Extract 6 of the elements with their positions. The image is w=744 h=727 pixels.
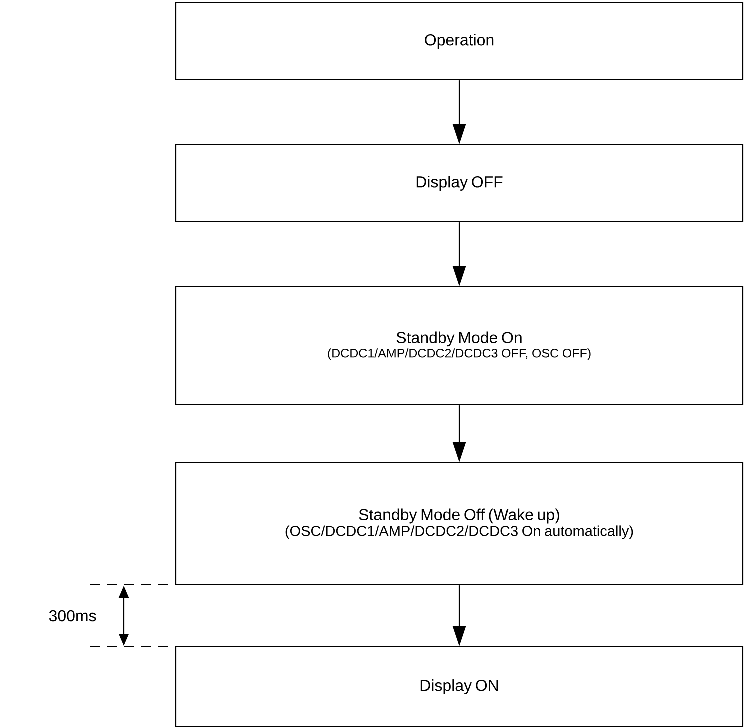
dimension-label: 300ms: [49, 610, 96, 622]
process-box: Standby Mode Off (Wake up) (OSC/DCDC1/AMP/DCDC2/DCDC3 On automatically): [175, 462, 744, 586]
process-box: Display OFF: [175, 144, 744, 223]
process-box: Standby Mode On (DCDC1/AMP/DCDC2/DCDC3 OFF, OSC OFF): [175, 286, 744, 406]
process-box: Operation: [175, 2, 744, 81]
process-box: Display ON: [175, 646, 744, 727]
